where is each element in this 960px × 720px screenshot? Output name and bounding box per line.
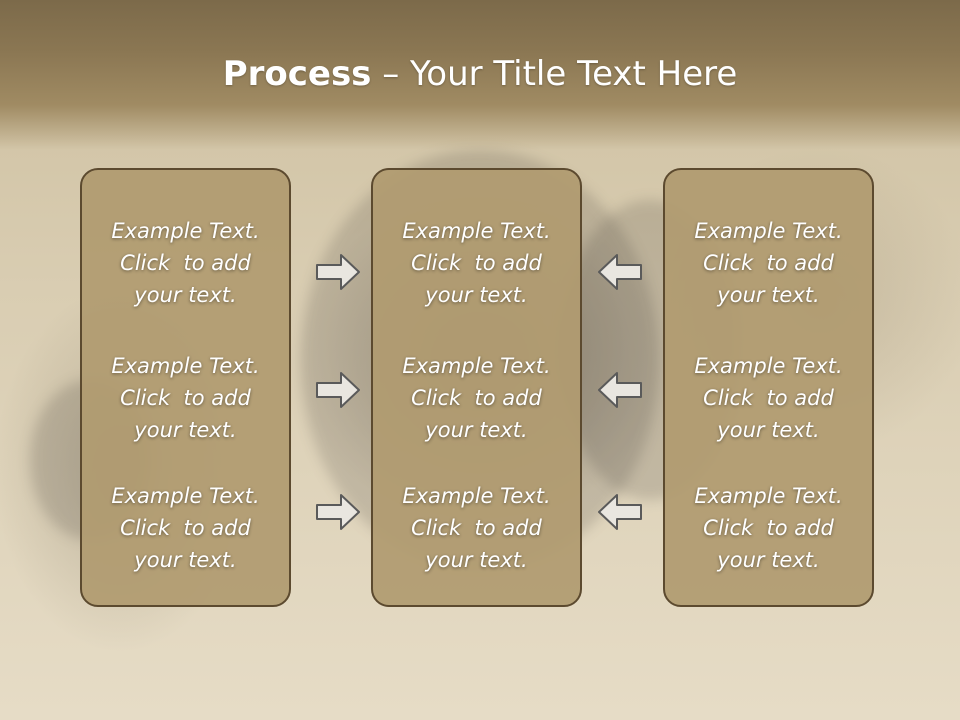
item-line: your text.	[425, 283, 528, 307]
item-line: your text.	[134, 548, 237, 572]
title-bold: Process	[222, 54, 372, 94]
arrow-left-icon	[598, 372, 642, 408]
item-line: Example Text.	[694, 484, 843, 508]
text-placeholder[interactable]: Example Text. Click to add your text.	[665, 215, 872, 311]
item-line: Click to add	[703, 251, 834, 275]
arrow-left-icon	[598, 494, 642, 530]
text-placeholder[interactable]: Example Text. Click to add your text.	[82, 215, 289, 311]
text-placeholder[interactable]: Example Text. Click to add your text.	[373, 215, 580, 311]
arrow-right-icon	[316, 494, 360, 530]
text-placeholder[interactable]: Example Text. Click to add your text.	[82, 480, 289, 576]
item-line: Example Text.	[111, 484, 260, 508]
text-placeholder[interactable]: Example Text. Click to add your text.	[373, 350, 580, 446]
process-panel-right[interactable]: Example Text. Click to add your text. Ex…	[663, 168, 874, 607]
item-line: your text.	[425, 418, 528, 442]
item-line: Example Text.	[402, 219, 551, 243]
arrow-right-icon	[316, 254, 360, 290]
item-line: your text.	[717, 283, 820, 307]
process-panel-left[interactable]: Example Text. Click to add your text. Ex…	[80, 168, 291, 607]
item-line: Example Text.	[111, 219, 260, 243]
item-line: Click to add	[411, 516, 542, 540]
item-line: Example Text.	[111, 354, 260, 378]
item-line: your text.	[425, 548, 528, 572]
item-line: Click to add	[120, 386, 251, 410]
item-line: Click to add	[120, 251, 251, 275]
arrow-left-icon	[598, 254, 642, 290]
item-line: your text.	[134, 418, 237, 442]
item-line: your text.	[134, 283, 237, 307]
text-placeholder[interactable]: Example Text. Click to add your text.	[373, 480, 580, 576]
item-line: Example Text.	[402, 354, 551, 378]
item-line: Click to add	[120, 516, 251, 540]
item-line: Example Text.	[402, 484, 551, 508]
item-line: Click to add	[411, 386, 542, 410]
text-placeholder[interactable]: Example Text. Click to add your text.	[665, 480, 872, 576]
title-rest: – Your Title Text Here	[371, 54, 738, 94]
process-panel-center[interactable]: Example Text. Click to add your text. Ex…	[371, 168, 582, 607]
slide-title[interactable]: Process – Your Title Text Here	[0, 52, 960, 96]
text-placeholder[interactable]: Example Text. Click to add your text.	[665, 350, 872, 446]
title-bar	[0, 0, 960, 150]
item-line: your text.	[717, 548, 820, 572]
item-line: Click to add	[703, 386, 834, 410]
item-line: Click to add	[411, 251, 542, 275]
item-line: Example Text.	[694, 219, 843, 243]
item-line: Example Text.	[694, 354, 843, 378]
arrow-right-icon	[316, 372, 360, 408]
text-placeholder[interactable]: Example Text. Click to add your text.	[82, 350, 289, 446]
item-line: your text.	[717, 418, 820, 442]
item-line: Click to add	[703, 516, 834, 540]
